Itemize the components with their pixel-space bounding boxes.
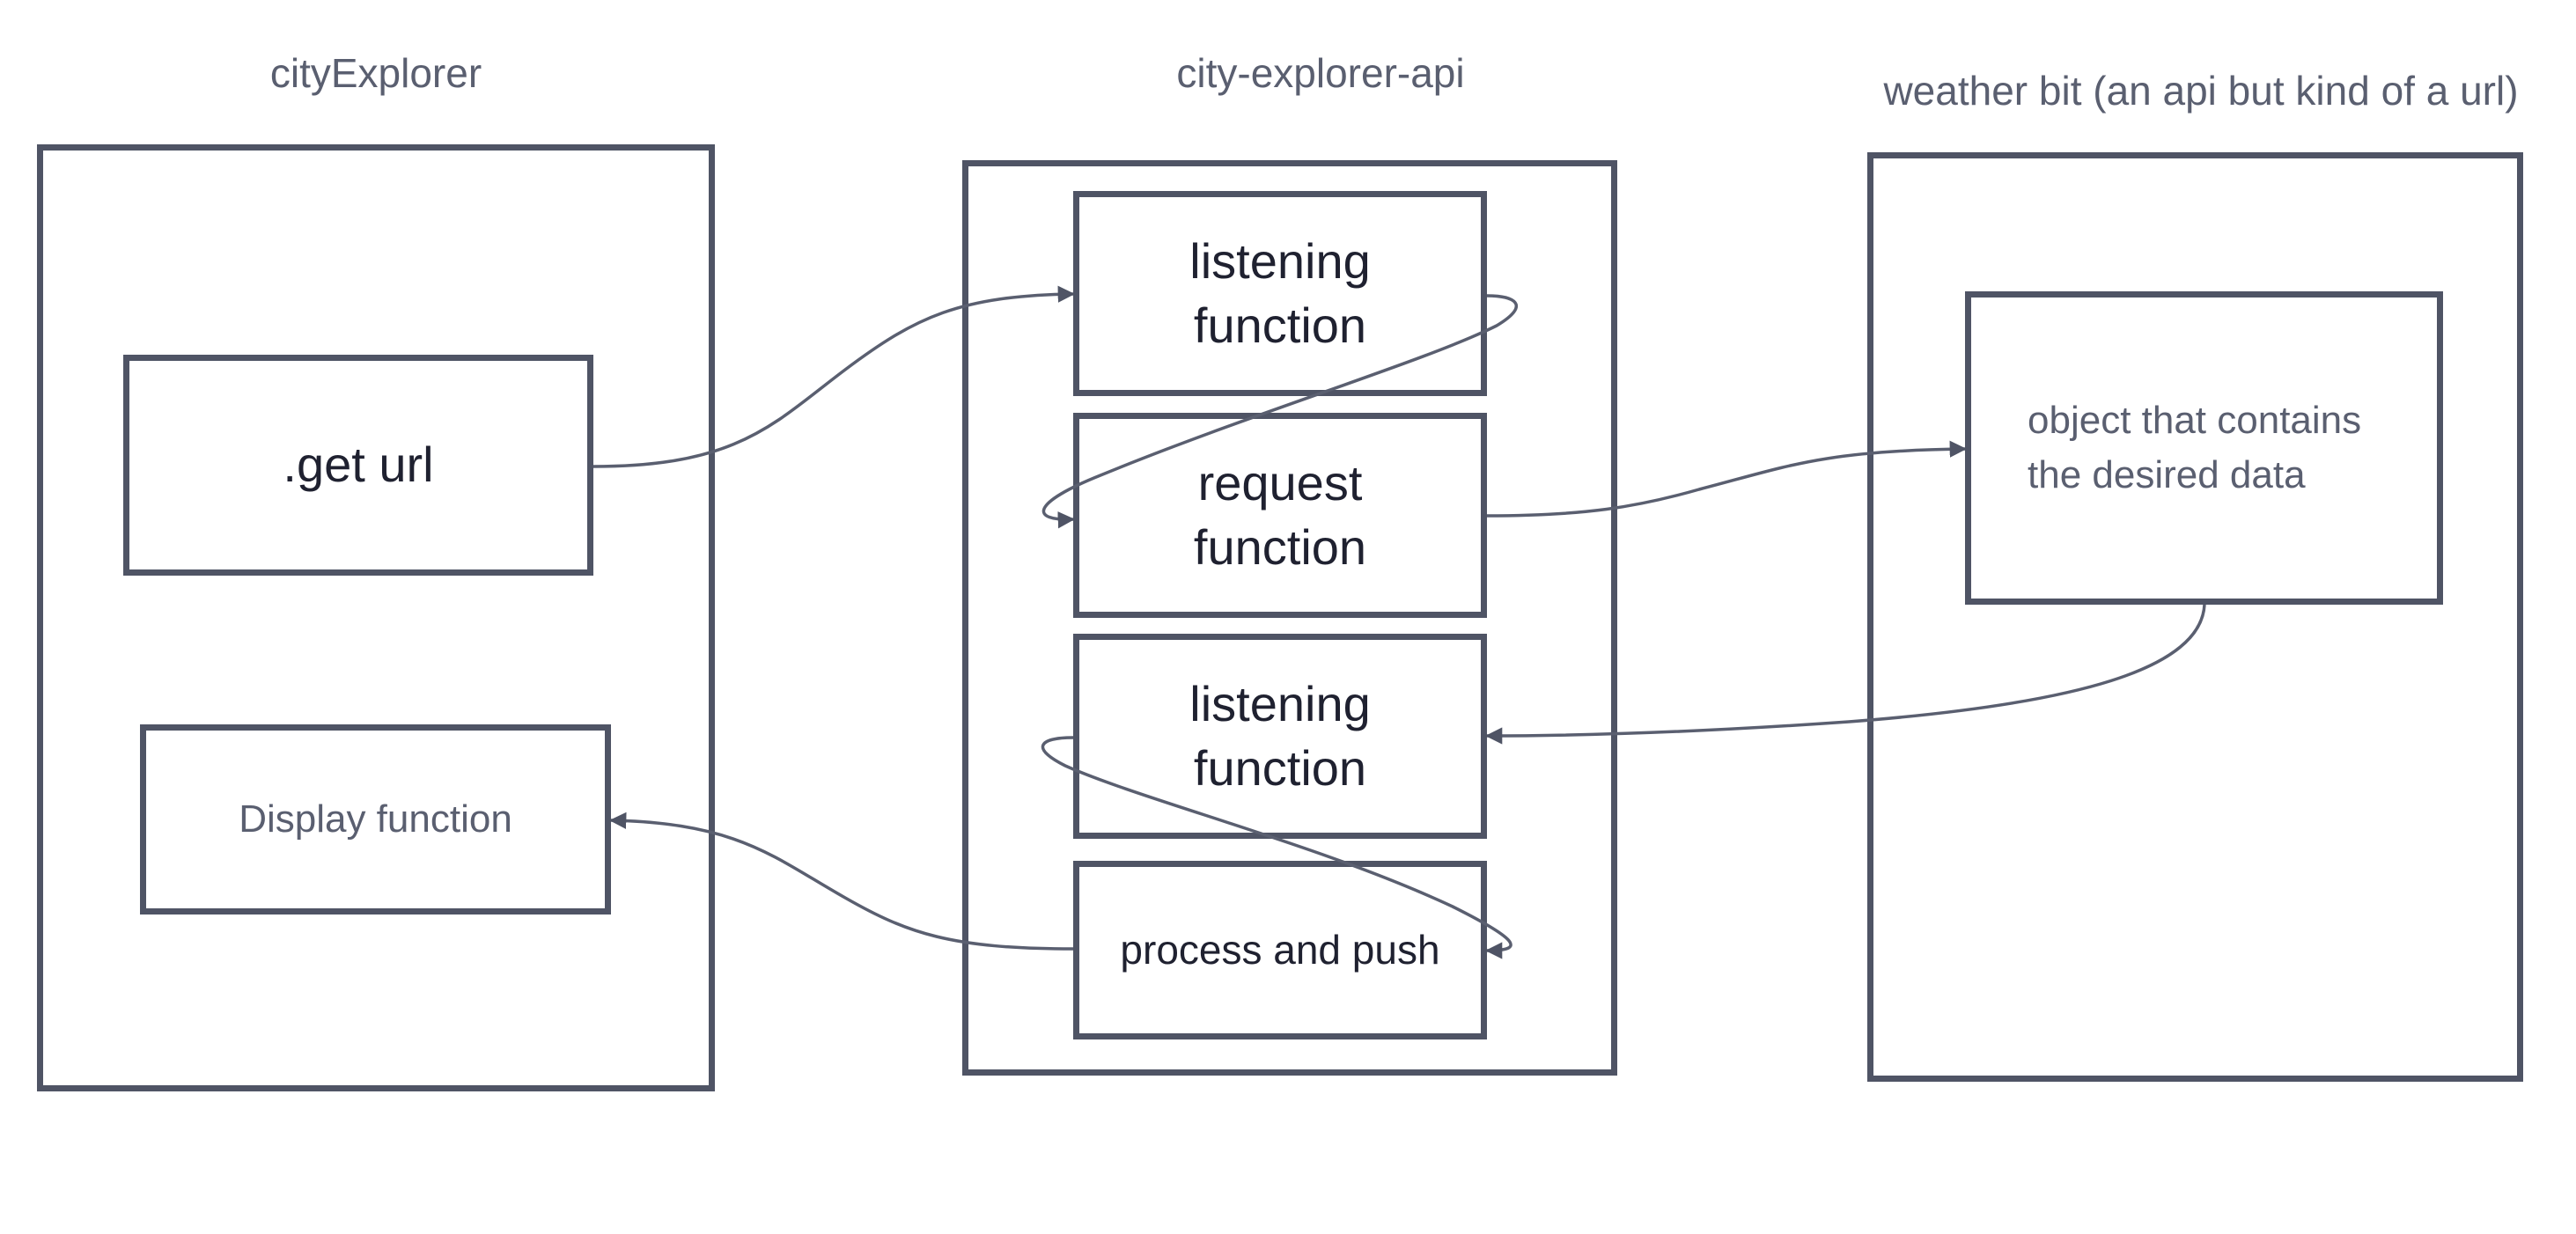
data-object-box: object that contains the desired data xyxy=(1965,291,2443,605)
title-city-explorer: cityExplorer xyxy=(269,50,482,96)
display-function-label: Display function xyxy=(239,797,512,841)
process-and-push-label: process and push xyxy=(1120,926,1440,973)
data-object-label: object that contains the desired data xyxy=(2028,399,2362,496)
listening-function-label-1: listening function xyxy=(1189,232,1371,353)
title-weather-bit: weather bit (an api but kind of a url) xyxy=(1883,68,2519,114)
title-city-explorer-api: city-explorer-api xyxy=(1176,50,1465,96)
frame-city-explorer xyxy=(37,144,715,1091)
request-function-label: request function xyxy=(1193,454,1367,575)
get-url-box: .get url xyxy=(123,355,593,576)
listening-function-box-1: listening function xyxy=(1073,191,1487,396)
request-function-box: request function xyxy=(1073,413,1487,618)
listening-function-label-2: listening function xyxy=(1189,675,1371,796)
process-and-push-box: process and push xyxy=(1073,861,1487,1039)
listening-function-box-2: listening function xyxy=(1073,634,1487,839)
get-url-label: .get url xyxy=(283,437,434,493)
display-function-box: Display function xyxy=(140,724,611,914)
